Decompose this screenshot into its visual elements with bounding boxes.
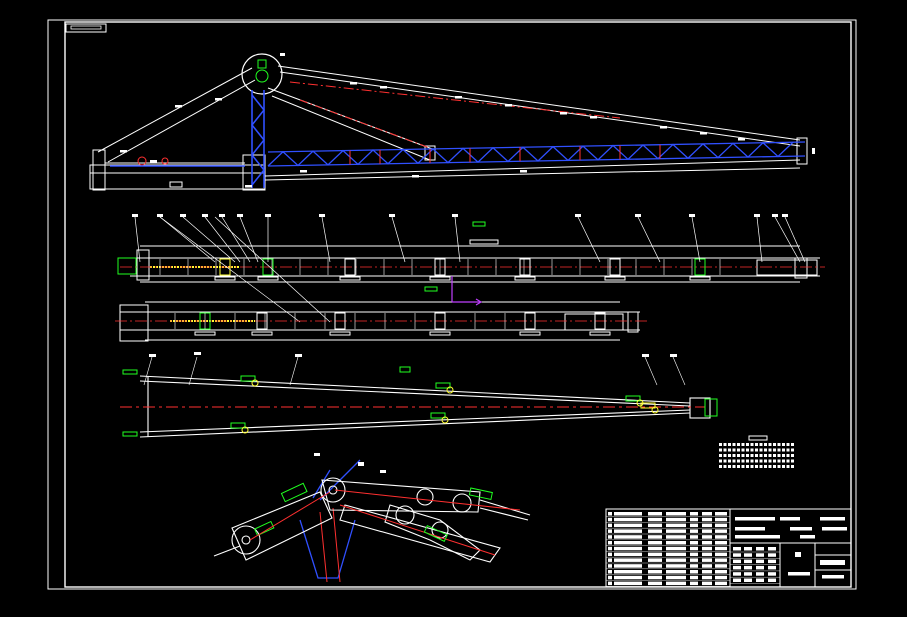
plan-view-lower — [115, 276, 650, 342]
elevation-view — [89, 53, 815, 191]
plan-view-upper — [117, 214, 825, 323]
technical-notes — [719, 435, 794, 468]
boom-top-view — [120, 352, 718, 438]
title-block — [605, 508, 852, 588]
sheet-frame — [47, 19, 857, 590]
folding-detail-view — [213, 453, 531, 583]
